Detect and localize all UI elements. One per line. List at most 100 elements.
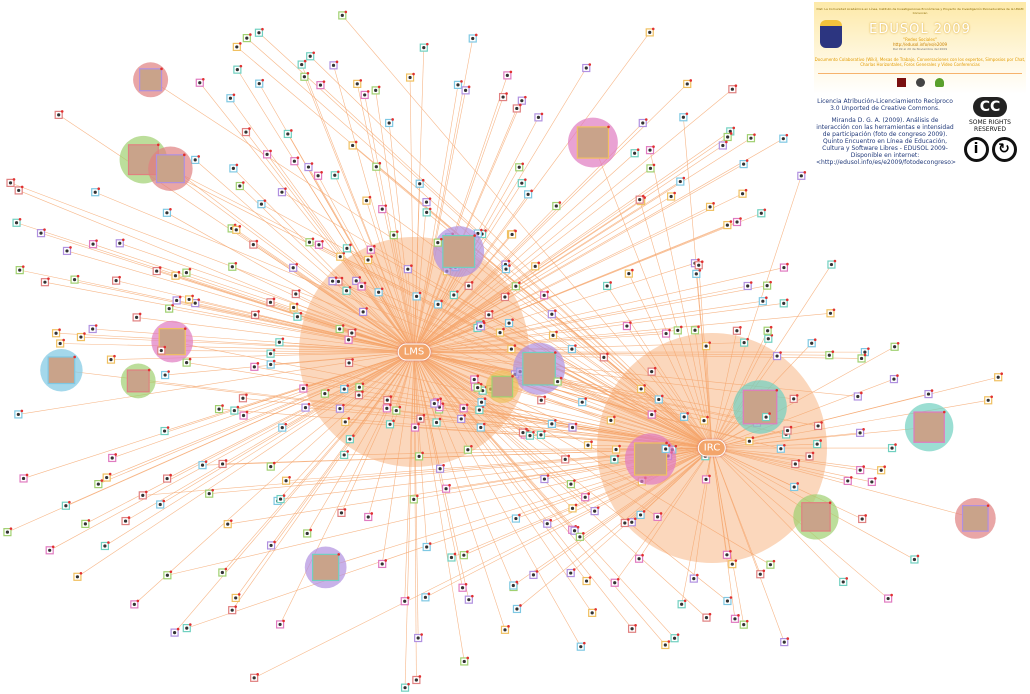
node-marker	[463, 414, 467, 417]
user-avatar-node[interactable]	[522, 351, 556, 386]
user-icon	[416, 636, 420, 640]
user-icon	[648, 148, 652, 152]
node-marker	[441, 402, 445, 405]
user-avatar-node[interactable]	[442, 234, 476, 268]
node-marker	[366, 90, 370, 93]
banner-url[interactable]: http://edusol.info/es/e2009	[892, 42, 948, 47]
user-avatar-node[interactable]	[742, 389, 778, 425]
edge	[106, 351, 415, 478]
node-marker	[197, 298, 201, 301]
node-marker	[554, 309, 557, 313]
user-icon	[308, 54, 312, 58]
user-icon	[232, 408, 236, 413]
user-icon	[456, 83, 460, 87]
edge	[711, 447, 785, 643]
node-marker	[890, 593, 893, 597]
edge	[541, 399, 713, 449]
edge	[413, 351, 862, 359]
license-text: Licencia Atribución-Licenciamiento Recíp…	[817, 98, 953, 112]
node-marker	[321, 239, 324, 243]
user-icon	[614, 447, 618, 452]
user-avatar-node[interactable]	[491, 375, 514, 398]
node-marker	[590, 440, 593, 444]
node-marker	[820, 421, 823, 424]
user-icon	[380, 562, 384, 566]
edge	[258, 83, 415, 353]
user-icon	[8, 181, 13, 185]
node-marker	[525, 427, 528, 431]
node-marker	[819, 439, 822, 442]
edge	[364, 94, 415, 353]
node-marker	[188, 623, 192, 626]
node-marker	[346, 384, 350, 387]
node-marker	[395, 230, 399, 233]
node-marker	[762, 569, 766, 573]
user-icon	[228, 96, 233, 100]
user-avatar-node[interactable]	[633, 442, 668, 476]
user-avatar-node[interactable]	[155, 154, 185, 184]
user-icon	[542, 293, 546, 297]
hub-label-lms[interactable]: LMS	[397, 343, 431, 361]
node-marker	[295, 262, 298, 266]
edge	[413, 351, 420, 457]
user-icon	[501, 95, 505, 99]
edge	[375, 90, 415, 353]
node-marker	[667, 640, 671, 643]
edge	[333, 65, 415, 353]
node-marker	[261, 78, 265, 82]
edge	[413, 88, 733, 353]
user-icon	[185, 626, 189, 630]
node-marker	[482, 321, 486, 325]
node-marker	[725, 140, 728, 144]
user-icon	[357, 385, 362, 389]
user-avatar-node[interactable]	[312, 553, 340, 582]
node-marker	[660, 394, 664, 398]
edusol-banner: Dist: La Comunidad Académica en Línea, I…	[814, 2, 1026, 94]
node-marker	[233, 223, 237, 227]
node-marker	[706, 415, 709, 419]
user-avatar-node[interactable]	[801, 502, 831, 532]
node-marker	[476, 374, 480, 378]
user-icon	[735, 220, 739, 224]
edge	[711, 175, 802, 449]
user-icon	[103, 544, 107, 548]
user-icon	[444, 487, 448, 491]
user-icon	[257, 82, 261, 86]
user-icon	[578, 535, 582, 539]
user-icon	[432, 401, 436, 406]
node-marker	[107, 541, 110, 544]
user-avatar-node[interactable]	[126, 369, 150, 393]
edge	[49, 351, 415, 551]
node-marker	[311, 237, 315, 241]
user-avatar-node[interactable]	[47, 356, 76, 385]
user-icon	[185, 360, 189, 365]
node-marker	[58, 328, 61, 332]
user-icon	[764, 415, 768, 419]
user-icon	[563, 457, 567, 462]
user-avatar-node[interactable]	[913, 411, 945, 443]
user-icon	[278, 497, 283, 501]
user-avatar-node[interactable]	[576, 126, 610, 159]
user-icon	[302, 75, 306, 79]
user-icon	[704, 477, 708, 481]
edge	[711, 443, 818, 449]
edge	[407, 269, 415, 353]
user-icon	[392, 233, 396, 237]
user-icon	[633, 151, 637, 155]
creative-commons-badge[interactable]: CC SOME RIGHTS RESERVED i ↻	[955, 97, 1025, 162]
hub-label-irc[interactable]: IRC	[697, 439, 727, 457]
user-icon	[579, 645, 583, 649]
user-icon	[394, 408, 398, 413]
user-icon	[462, 406, 466, 410]
edge	[413, 351, 666, 646]
user-icon	[434, 420, 439, 425]
node-marker	[513, 344, 517, 347]
user-icon	[257, 31, 261, 35]
user-icon	[323, 392, 327, 396]
edge	[413, 351, 604, 358]
user-avatar-node[interactable]	[961, 505, 989, 532]
node-marker	[389, 395, 393, 398]
user-icon	[280, 426, 284, 430]
user-icon	[726, 135, 730, 139]
user-avatar-node[interactable]	[139, 68, 163, 92]
